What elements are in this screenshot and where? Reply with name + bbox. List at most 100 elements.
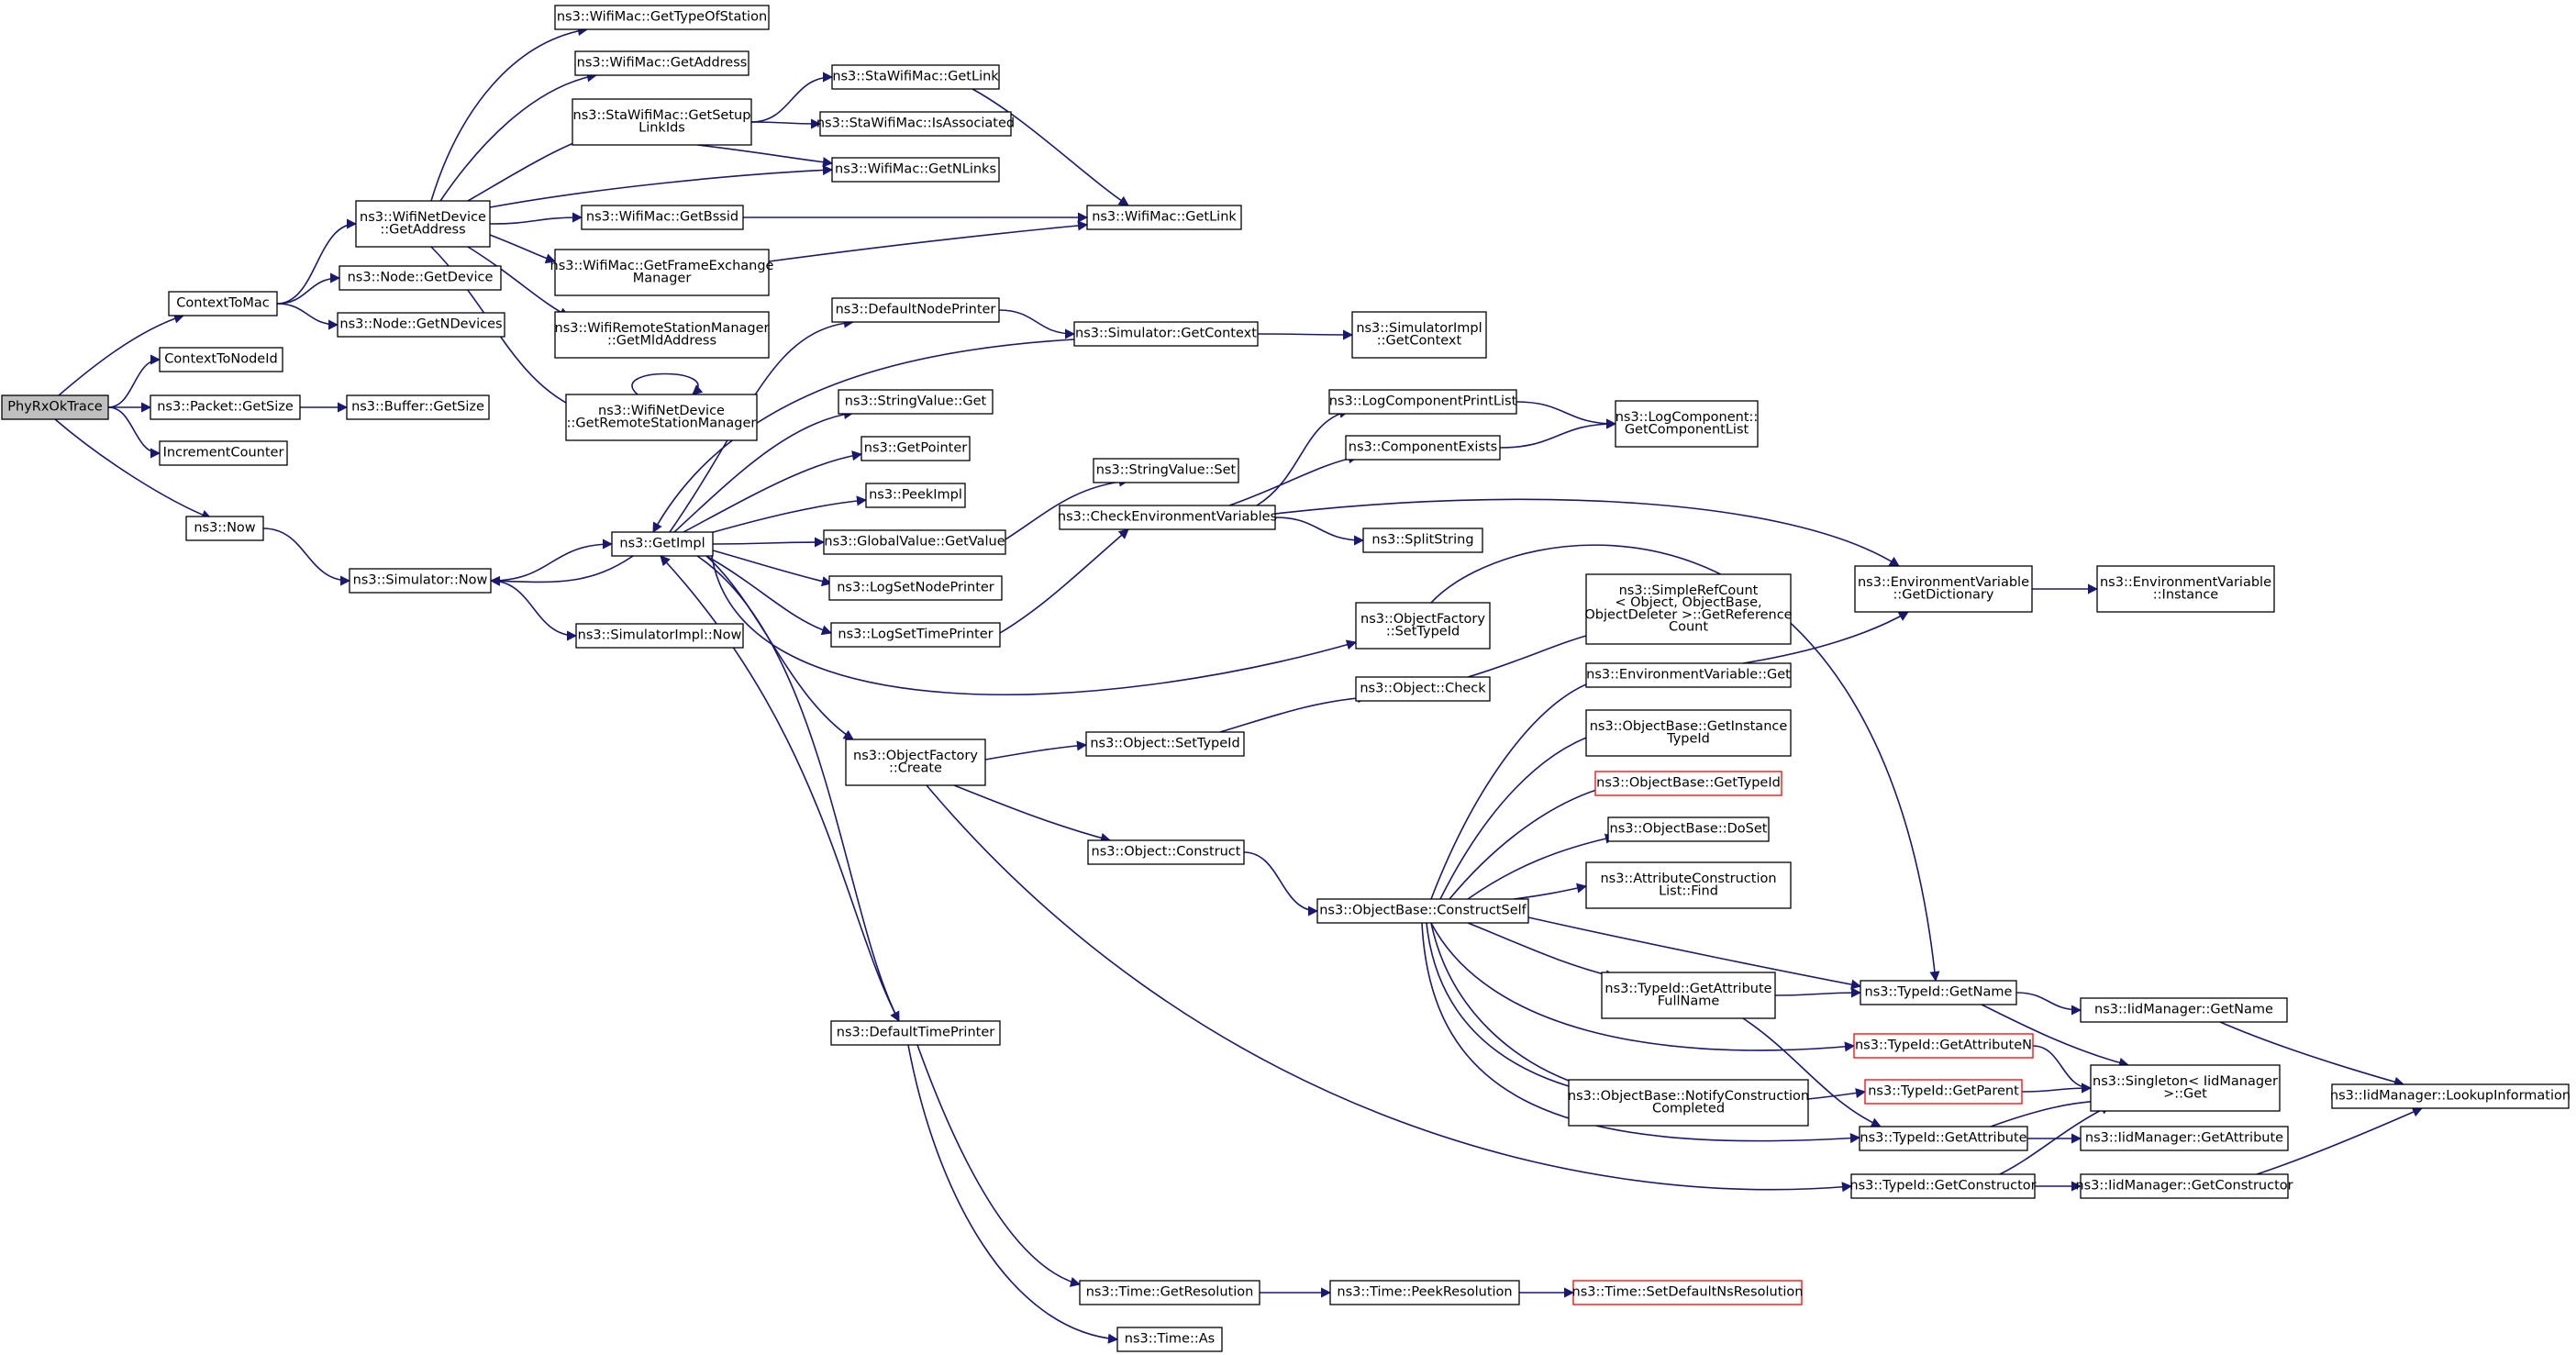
node-box: [1093, 458, 1239, 483]
node-wm_getlink[interactable]: ns3::WifiMac::GetLink: [1086, 205, 1242, 230]
node-wm_type[interactable]: ns3::WifiMac::GetTypeOfStation: [554, 5, 770, 30]
node-tid_ga[interactable]: ns3::TypeId::GetAttribute: [1859, 1126, 2028, 1151]
node-gv_get[interactable]: ns3::GlobalValue::GetValue: [823, 529, 1006, 555]
node-time_sdnr[interactable]: ns3::Time::SetDefaultNsResolution: [1572, 1280, 1804, 1305]
node-tid_gan[interactable]: ns3::TypeId::GetAttributeN: [1853, 1033, 2034, 1059]
node-getimpl[interactable]: ns3::GetImpl: [611, 531, 714, 557]
node-cev[interactable]: ns3::CheckEnvironmentVariables: [1058, 505, 1277, 530]
node-wnd_addr[interactable]: ns3::WifiNetDevice::GetAddress: [355, 200, 491, 248]
node-label: ns3::Singleton< IidManager: [2093, 1074, 2278, 1089]
node-dnp[interactable]: ns3::DefaultNodePrinter: [831, 297, 1000, 323]
node-now[interactable]: ns3::Now: [185, 516, 264, 541]
edge-wnd_addr-to-wm_bssid: [489, 212, 583, 225]
edge-ev_get-to-ev_dict: [1742, 611, 1909, 664]
node-ev_get[interactable]: ns3::EnvironmentVariable::Get: [1585, 662, 1792, 688]
edge-wnd_addr-to-wm_type: [430, 26, 589, 202]
edge-ob_cs-to-acl_find: [1513, 883, 1588, 900]
node-pgs[interactable]: ns3::Packet::GetSize: [150, 394, 301, 420]
node-getptr[interactable]: ns3::GetPointer: [861, 436, 971, 461]
node-sim_now[interactable]: ns3::Simulator::Now: [349, 568, 492, 594]
edge-getimpl-to-lsnp: [712, 550, 833, 587]
node-lcpl[interactable]: ns3::LogComponentPrintList: [1328, 389, 1517, 415]
edge-cev-to-ev_dict: [1274, 498, 1900, 567]
edge-getimpl-to-dtp: [696, 555, 900, 1022]
node-sta_getlink[interactable]: ns3::StaWifiMac::GetLink: [831, 64, 1000, 90]
node-ngnd[interactable]: ns3::Node::GetNDevices: [337, 312, 505, 338]
node-iid_lookup[interactable]: ns3::IidManager::LookupInformation: [2330, 1083, 2570, 1109]
node-sv_set[interactable]: ns3::StringValue::Set: [1093, 458, 1239, 483]
node-bgs[interactable]: ns3::Buffer::GetSize: [346, 394, 490, 420]
node-of_create[interactable]: ns3::ObjectFactory::Create: [845, 739, 986, 786]
node-of_settid[interactable]: ns3::ObjectFactory::SetTypeId: [1355, 602, 1491, 650]
edge-sim_now-to-simimpl_now: [490, 580, 578, 641]
node-label: ns3::Time::GetResolution: [1086, 1285, 1254, 1300]
node-ob_gtid[interactable]: ns3::ObjectBase::GetTypeId: [1594, 771, 1782, 796]
node-inc[interactable]: IncrementCounter: [159, 440, 288, 466]
node-split[interactable]: ns3::SplitString: [1362, 528, 1483, 553]
node-singleton[interactable]: ns3::Singleton< IidManager>::Get: [2090, 1064, 2281, 1112]
node-box: [2080, 1173, 2289, 1199]
node-ob_ncc[interactable]: ns3::ObjectBase::NotifyConstructionCompl…: [1568, 1079, 1809, 1127]
edge-ob_cs-to-tid_getname: [1527, 916, 1862, 990]
edge-lcpl-to-lc_gcl: [1516, 401, 1617, 429]
node-iid_gc[interactable]: ns3::IidManager::GetConstructor: [2075, 1173, 2293, 1199]
node-obj_construct[interactable]: ns3::Object::Construct: [1087, 839, 1245, 865]
node-ob_cs[interactable]: ns3::ObjectBase::ConstructSelf: [1316, 898, 1529, 924]
node-iid_ga[interactable]: ns3::IidManager::GetAttribute: [2080, 1126, 2289, 1151]
node-ngd[interactable]: ns3::Node::GetDevice: [339, 265, 502, 291]
node-src[interactable]: ns3::SimpleRefCount< Object, ObjectBase,…: [1584, 573, 1793, 645]
node-simimpl_ctx[interactable]: ns3::SimulatorImpl::GetContext: [1351, 311, 1487, 359]
node-lsnp[interactable]: ns3::LogSetNodePrinter: [828, 575, 1003, 601]
node-simimpl_now[interactable]: ns3::SimulatorImpl::Now: [575, 623, 744, 649]
node-tid_getname[interactable]: ns3::TypeId::GetName: [1860, 980, 2017, 1005]
node-sv_get[interactable]: ns3::StringValue::Get: [838, 389, 994, 415]
node-sta_isassoc[interactable]: ns3::StaWifiMac::IsAssociated: [816, 111, 1015, 137]
node-label: ns3::EnvironmentVariable: [1858, 575, 2029, 590]
node-ob_doset[interactable]: ns3::ObjectBase::DoSet: [1607, 816, 1770, 842]
node-box: [1355, 602, 1491, 650]
node-sim_ctx[interactable]: ns3::Simulator::GetContext: [1073, 321, 1259, 347]
node-wm_bssid[interactable]: ns3::WifiMac::GetBssid: [581, 205, 744, 230]
node-ctm[interactable]: ContextToMac: [168, 291, 278, 317]
node-time_as[interactable]: ns3::Time::As: [1116, 1327, 1223, 1352]
node-label: ns3::Node::GetNDevices: [339, 317, 502, 332]
node-wm_addr[interactable]: ns3::WifiMac::GetAddress: [574, 50, 749, 76]
node-time_gr[interactable]: ns3::Time::GetResolution: [1079, 1280, 1260, 1305]
node-peekimpl[interactable]: ns3::PeekImpl: [865, 483, 966, 508]
node-comp_exists[interactable]: ns3::ComponentExists: [1345, 435, 1501, 461]
node-dtp[interactable]: ns3::DefaultTimePrinter: [830, 1020, 1001, 1046]
node-root[interactable]: PhyRxOkTrace: [1, 394, 109, 420]
node-wm_nlinks[interactable]: ns3::WifiMac::GetNLinks: [831, 157, 1000, 183]
node-lc_gcl[interactable]: ns3::LogComponent::GetComponentList: [1615, 400, 1759, 448]
node-ctn[interactable]: ContextToNodeId: [159, 347, 283, 372]
node-box: [574, 50, 749, 76]
node-label: ::GetMldAddress: [607, 333, 716, 348]
node-label: ObjectDeleter >::GetReference: [1584, 607, 1792, 622]
node-ev_inst[interactable]: ns3::EnvironmentVariable::Instance: [2096, 565, 2275, 613]
node-time_pr[interactable]: ns3::Time::PeekResolution: [1329, 1280, 1520, 1305]
node-box: [1, 394, 109, 420]
edge-getimpl-to-dnp: [669, 317, 855, 533]
node-wnd_rsm[interactable]: ns3::WifiNetDevice::GetRemoteStationMana…: [565, 394, 758, 441]
node-label: ns3::TypeId::GetConstructor: [1849, 1179, 2036, 1194]
node-tid_gc[interactable]: ns3::TypeId::GetConstructor: [1849, 1173, 2037, 1199]
node-tid_gp[interactable]: ns3::TypeId::GetParent: [1864, 1079, 2023, 1105]
node-label: TypeId: [1666, 731, 1710, 746]
node-ev_dict[interactable]: ns3::EnvironmentVariable::GetDictionary: [1854, 565, 2033, 613]
node-label: ::GetRemoteStationManager: [567, 416, 757, 430]
node-obj_check[interactable]: ns3::Object::Check: [1355, 676, 1491, 702]
edge-tid_gafn-to-tid_ga: [1742, 1017, 1882, 1127]
node-obj_settid[interactable]: ns3::Object::SetTypeId: [1085, 731, 1245, 757]
node-iid_getname[interactable]: ns3::IidManager::GetName: [2080, 997, 2288, 1023]
node-lstp[interactable]: ns3::LogSetTimePrinter: [830, 622, 1001, 648]
node-box: [1059, 505, 1276, 530]
node-label: ns3::Object::SetTypeId: [1090, 737, 1239, 751]
node-wrsm[interactable]: ns3::WifiRemoteStationManager::GetMldAdd…: [554, 311, 770, 359]
node-label: ns3::IidManager::GetName: [2094, 1003, 2273, 1017]
